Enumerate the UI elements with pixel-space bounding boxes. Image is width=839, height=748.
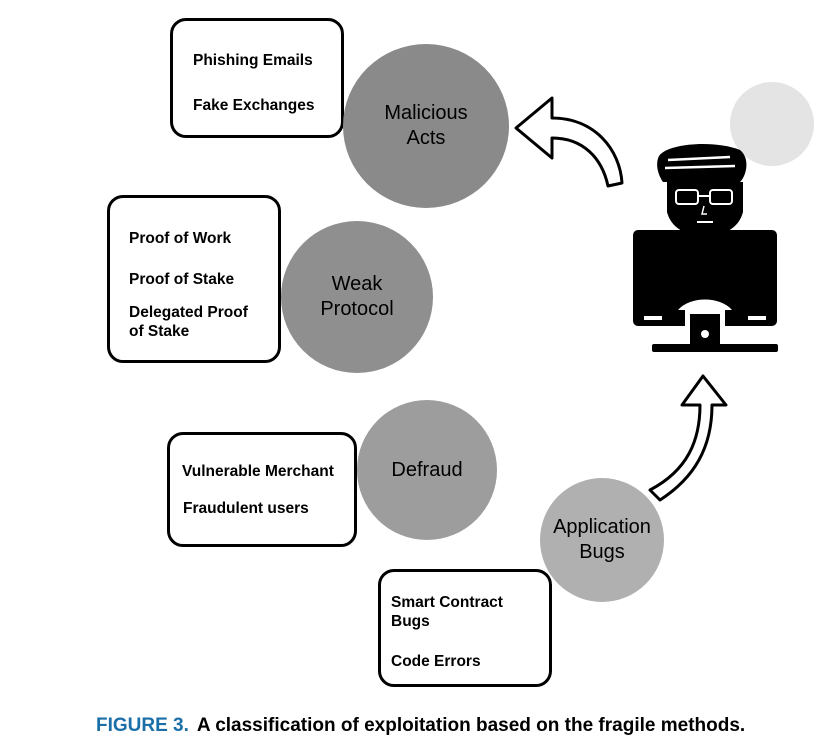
application-bugs-node: Application Bugs: [540, 478, 664, 602]
weak-protocol-label: Weak Protocol: [320, 273, 394, 320]
item-vulnerable-merchant: Vulnerable Merchant: [182, 463, 334, 480]
defraud-node: Defraud: [357, 400, 497, 540]
curved-arrow-up-icon: [648, 374, 728, 502]
defraud-items-box: Vulnerable Merchant Fraudulent users: [167, 432, 357, 547]
defraud-label: Defraud: [391, 458, 463, 481]
malicious-acts-items-box: Phishing Emails Fake Exchanges: [170, 18, 344, 138]
figure-caption-text: A classification of exploitation based o…: [196, 715, 746, 736]
application-bugs-items-box: Smart Contract Bugs Code Errors: [378, 569, 552, 687]
weak-protocol-items-box: Proof of Work Proof of Stake Delegated P…: [107, 195, 281, 363]
decorative-circle: [730, 82, 814, 166]
item-proof-of-stake: Proof of Stake: [129, 271, 235, 288]
item-delegated-proof-of-stake: Delegated Proof of Stake: [129, 304, 248, 340]
item-proof-of-work: Proof of Work: [129, 230, 232, 247]
item-fraudulent-users: Fraudulent users: [183, 500, 309, 517]
malicious-acts-label: Malicious Acts: [384, 102, 468, 149]
malicious-acts-node: Malicious Acts: [343, 44, 509, 208]
hacker-at-computer-icon: [633, 144, 778, 352]
application-bugs-label: Application Bugs: [553, 516, 651, 563]
weak-protocol-node: Weak Protocol: [281, 221, 433, 373]
item-code-errors: Code Errors: [391, 653, 481, 670]
figure-label: FIGURE 3.: [96, 715, 189, 736]
item-fake-exchanges: Fake Exchanges: [193, 97, 315, 114]
curved-arrow-left-icon: [514, 96, 624, 188]
item-phishing-emails: Phishing Emails: [193, 52, 313, 69]
item-smart-contract-bugs: Smart Contract Bugs: [391, 594, 503, 630]
figure-caption: FIGURE 3. A classification of exploitatio…: [96, 715, 745, 737]
